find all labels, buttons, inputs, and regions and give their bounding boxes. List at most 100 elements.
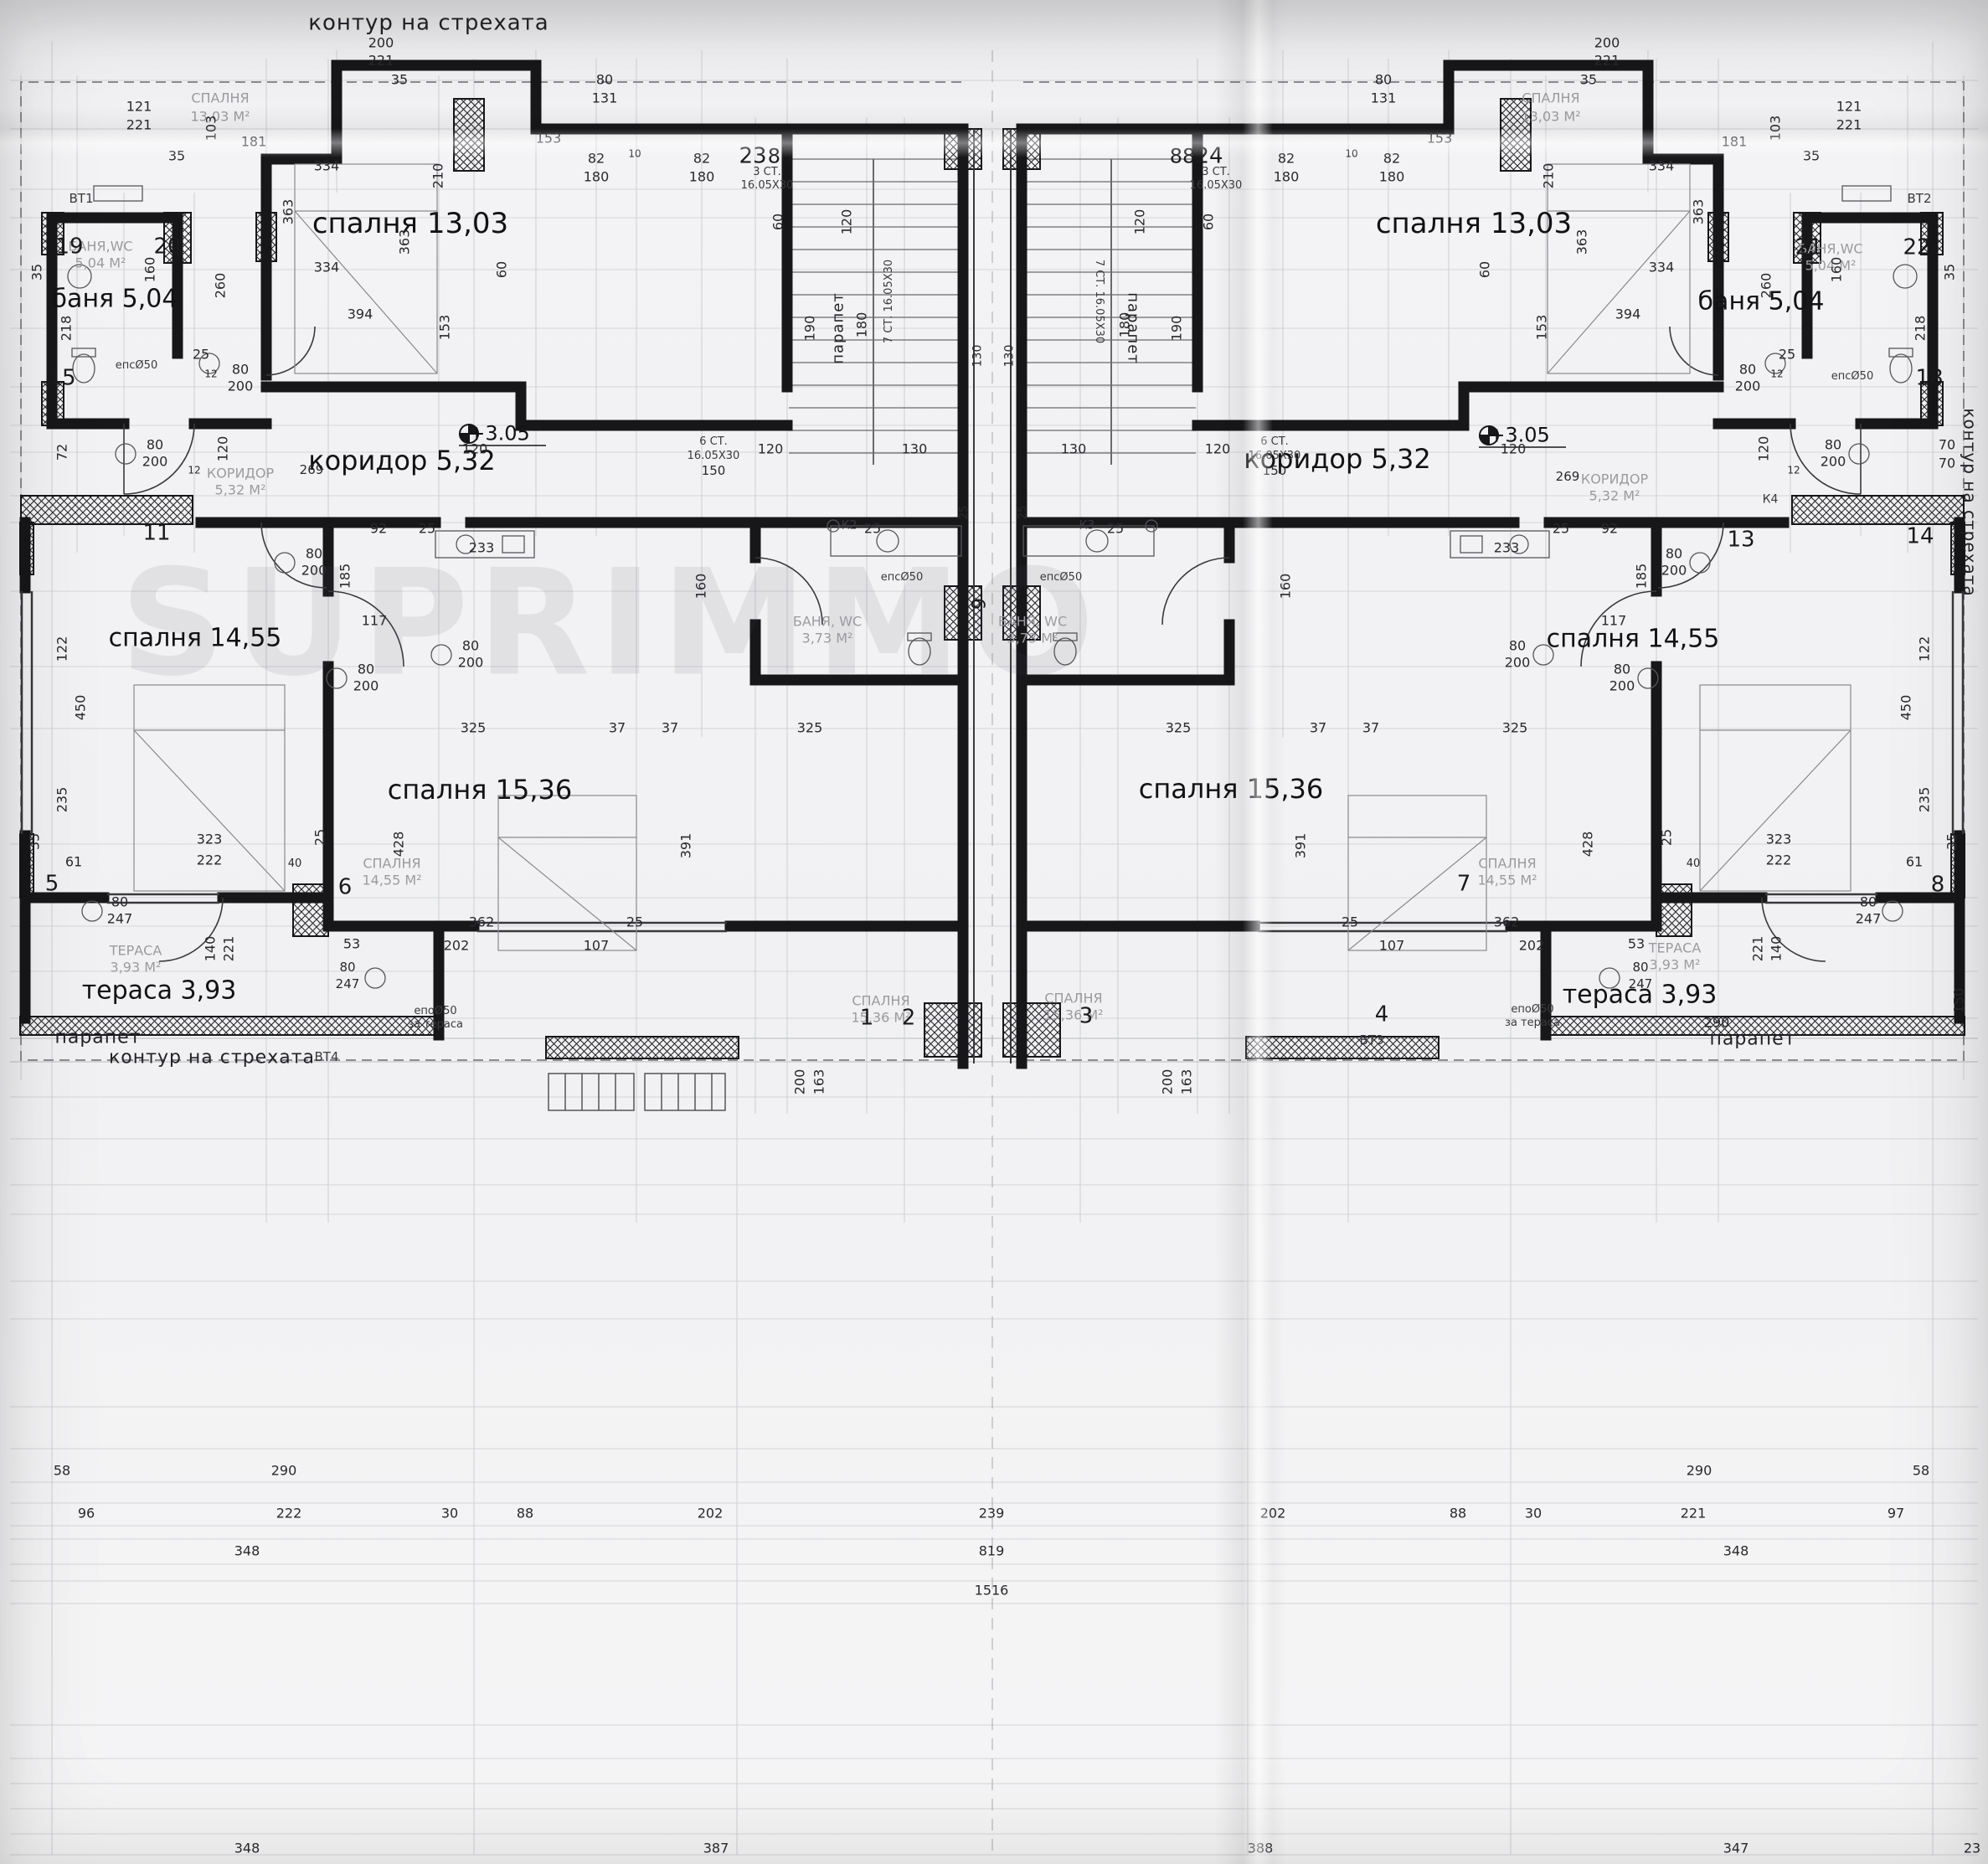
annotation-label: 16.05X30 — [687, 450, 740, 463]
dimension-label: 200 — [301, 562, 327, 579]
grid-number: 22 — [1903, 234, 1931, 260]
room-label: +3.05 — [1488, 423, 1550, 447]
area-label: 13,03 М² — [1521, 110, 1580, 125]
dimension-label: 53 — [342, 935, 361, 952]
dimension-label: 80 — [461, 637, 480, 654]
dimension-label: 25 — [1341, 914, 1359, 930]
dimension-label: 394 — [347, 306, 373, 322]
dimension-label: 233 — [1493, 539, 1520, 556]
grid-number: 6 — [337, 874, 353, 900]
area-label: БАНЯ,WC — [1798, 240, 1863, 257]
annotation-label: К4 — [1762, 492, 1779, 507]
annotation-label: ВТ2 — [1907, 191, 1932, 207]
dimension-label: 117 — [361, 612, 388, 629]
dimension-label: 202 — [1518, 937, 1545, 954]
room-label: спалня 14,55 — [108, 623, 282, 653]
dimension-label: 323 — [196, 831, 223, 847]
dimension-label: 181 — [1722, 135, 1748, 150]
dimension-label: 131 — [591, 90, 618, 106]
door-arcs — [123, 326, 823, 962]
dimension-label: 12 — [1787, 464, 1800, 476]
area-label: СПАЛНЯ — [1522, 90, 1580, 106]
dimension-label: 221 — [1680, 1505, 1707, 1522]
dimension-label: 70 — [1938, 436, 1956, 453]
dimension-label: 40 — [1686, 857, 1701, 871]
dimension-label: 362 — [1493, 914, 1520, 930]
annotation-label: епсØ50 — [1831, 370, 1874, 384]
annotation-label: ВТ1 — [69, 191, 94, 207]
grid-number: 88 — [1170, 146, 1196, 167]
fixtures — [67, 185, 962, 989]
left-unit-drawing — [19, 42, 982, 1855]
annotation-label: 3 СТ. — [753, 166, 781, 179]
area-label: КОРИДОР — [1580, 471, 1649, 487]
grid-number: 8 — [1930, 872, 1945, 898]
title-label: контур на стрехата — [109, 1047, 315, 1068]
dimension-label: 200 — [457, 654, 484, 671]
title-label: контур на стрехата — [308, 10, 549, 36]
dimension-label: 247 — [106, 910, 133, 927]
dimension-label: 200 — [1820, 453, 1846, 470]
dimension-label: 153 — [536, 131, 562, 147]
dimension-label: 290 — [1703, 1014, 1730, 1031]
dimension-label: 200 — [1734, 378, 1761, 394]
room-label: тераса 3,93 — [1562, 980, 1718, 1010]
dimension-label: 80 — [231, 361, 250, 378]
area-label: 5,04 М² — [75, 255, 126, 271]
dimension-label: 233 — [468, 539, 495, 556]
room-label: коридор 5,32 — [308, 445, 496, 477]
annotation-label: К2 — [841, 518, 858, 533]
dimension-label: 222 — [276, 1505, 302, 1522]
dimension-label: 221 — [1594, 52, 1620, 69]
dimension-label: 82 — [587, 150, 605, 167]
stair-treads — [789, 158, 961, 465]
title-label: парапет — [54, 1027, 142, 1048]
area-label: 5,32 М² — [1589, 487, 1640, 504]
dimension-label: 334 — [313, 259, 340, 275]
dimension-label: 25 — [1106, 520, 1125, 537]
dimension-label: 25 — [626, 914, 644, 930]
room-label: спалня 15,36 — [387, 774, 573, 806]
dimension-label: 80 — [1632, 960, 1649, 976]
grid-number: 4 — [1374, 1002, 1389, 1027]
watermark: SUPRIMMO — [120, 538, 1103, 709]
dimension-label: 107 — [1378, 937, 1405, 954]
dimension-label: 30 — [1524, 1505, 1543, 1522]
dimension-label: 37 — [608, 719, 626, 736]
bed — [133, 684, 286, 892]
dimension-label: 180 — [583, 168, 610, 185]
annotation-label: 16.05X30 — [740, 179, 794, 193]
room-label: баня 5,04 — [1697, 286, 1825, 317]
area-label: СПАЛНЯ — [191, 90, 250, 106]
dimension-label: 12 — [204, 368, 218, 380]
dimension-label: 80 — [1824, 436, 1842, 453]
dimension-label: 222 — [196, 852, 223, 868]
area-label: ТЕРАСА — [109, 942, 162, 959]
annotation-label: епоØ50 — [414, 1005, 457, 1018]
room-label: баня 5,04 — [51, 284, 178, 314]
dimension-label: 290 — [1686, 1462, 1712, 1479]
grid-number: 88 — [768, 146, 794, 167]
area-label: СПАЛНЯ — [852, 992, 910, 1009]
room-label: спалня 14,55 — [1546, 624, 1720, 654]
window-lines — [20, 129, 975, 1063]
dimension-label: 53 — [1627, 935, 1646, 952]
room-label: +3.05 — [468, 421, 530, 445]
annotation-label: епоØ50 — [1511, 1003, 1554, 1017]
area-label: БАНЯ, WC — [997, 613, 1068, 630]
dimension-label: 334 — [1648, 259, 1675, 275]
dimension-label: 325 — [460, 719, 487, 736]
dimension-label: 40 — [287, 857, 302, 871]
dimension-label: 325 — [796, 719, 823, 736]
dimension-label: 130 — [901, 440, 928, 457]
dimension-label: 180 — [688, 168, 715, 185]
dimension-label: 80 — [1665, 545, 1683, 562]
dimension-label: 25 — [418, 520, 436, 537]
dimension-label: 200 — [1504, 654, 1531, 671]
grid-number: 13 — [1727, 527, 1755, 553]
outdoor-units — [548, 1073, 726, 1111]
annotation-label: ВТ3 — [1359, 1032, 1384, 1048]
dimension-label: 58 — [53, 1462, 71, 1479]
dimension-label: 80 — [1738, 361, 1757, 378]
